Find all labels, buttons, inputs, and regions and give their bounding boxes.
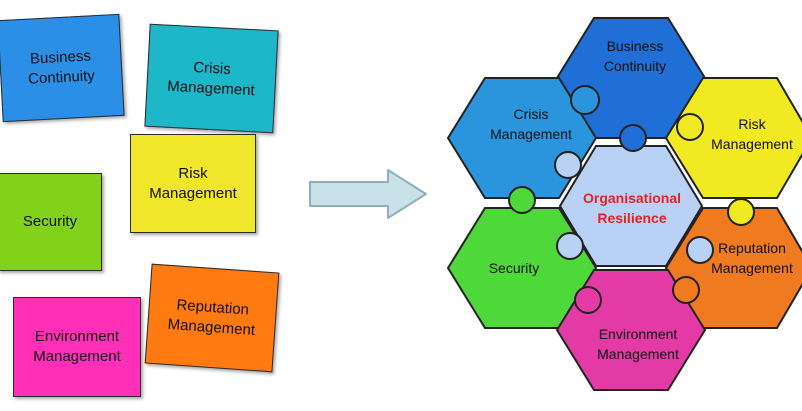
puzzle-label-environment-management-line2: Management [597,346,679,362]
resilience-puzzle: Business Continuity Crisis Management Ri… [446,17,802,391]
puzzle-knob [570,85,600,115]
puzzle-label-crisis-management-line2: Management [490,126,572,142]
puzzle-label-reputation-management-line1: Reputation [718,240,786,256]
puzzle-label-risk-management-line1: Risk [738,116,766,132]
card-crisis-management: Crisis Management [144,23,279,134]
puzzle-knob [508,186,536,214]
puzzle-knob [554,151,582,179]
card-risk-management-line1: Risk [178,164,208,182]
puzzle-knob [686,236,714,264]
card-environment-management-line2: Management [33,348,121,365]
hex-risk-management [664,77,802,199]
card-risk-management: Risk Management [130,134,256,233]
puzzle-knob [676,113,704,141]
card-risk-management-line2: Management [149,184,237,202]
puzzle-knob [574,286,602,314]
card-security-line1: Security [22,213,78,230]
card-crisis-management-line2: Management [166,77,256,99]
card-business-continuity-line2: Continuity [27,67,96,88]
card-environment-management-line1: Environment [34,328,120,345]
puzzle-label-center-line2: Resilience [597,210,666,226]
puzzle-knob [672,276,700,304]
puzzle-label-risk-management-line2: Management [711,136,793,152]
puzzle-knob [556,232,584,260]
puzzle-label-business-continuity-line2: Continuity [604,58,666,74]
hex-center-organisational-resilience [558,145,704,267]
puzzle-label-security-line1: Security [489,260,540,276]
card-business-continuity: Business Continuity [0,13,125,123]
puzzle-label-center-line1: Organisational [583,190,681,206]
puzzle-label-reputation-management-line2: Management [711,260,793,276]
puzzle-label-crisis-management-line1: Crisis [514,106,549,122]
card-environment-management: Environment Management [13,297,141,397]
puzzle-label-business-continuity-line1: Business [607,38,664,54]
card-reputation-management: Reputation Management [144,263,280,373]
puzzle-label-environment-management-line1: Environment [599,326,678,342]
right-arrow-icon [309,169,427,219]
puzzle-knob [727,198,755,226]
card-security: Security [0,173,102,271]
puzzle-knob [619,124,647,152]
